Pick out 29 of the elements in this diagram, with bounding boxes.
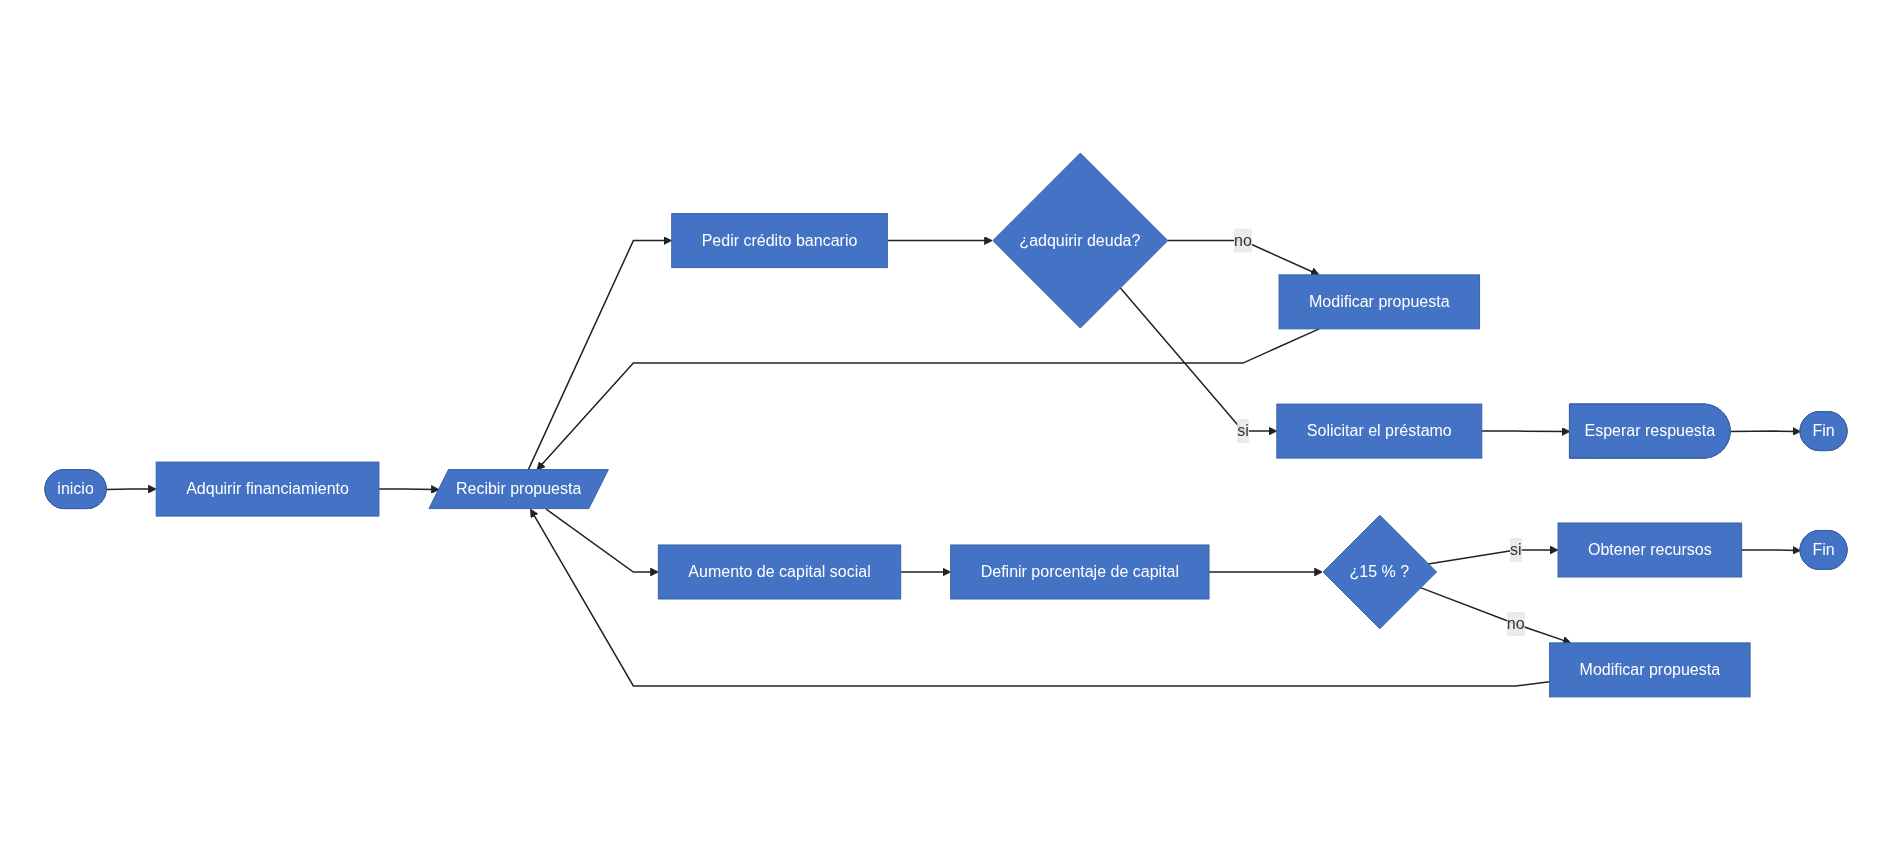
arrow <box>1119 287 1278 436</box>
node-box: Modificar propuesta <box>1279 274 1481 330</box>
node-box: Definir porcentaje de capital <box>950 544 1210 600</box>
arrow <box>1730 427 1802 436</box>
arrow <box>1208 567 1324 577</box>
node-box: Adquirir financiamiento <box>156 461 380 517</box>
node-box: Solicitar el préstamo <box>1276 403 1483 459</box>
arrow <box>900 567 952 577</box>
node-diamond: ¿15 % ? <box>1322 514 1438 630</box>
node-box: Aumento de capital social <box>658 544 902 600</box>
node-diamond: ¿adquirir deuda? <box>992 152 1169 329</box>
arrow <box>530 508 1551 687</box>
arrow <box>536 328 1321 471</box>
node-box: Pedir crédito bancario <box>671 213 889 269</box>
arrow <box>1741 545 1802 555</box>
edge-label: si <box>1510 540 1522 558</box>
arrow <box>887 236 994 245</box>
edge-label: no <box>1234 231 1253 249</box>
arrow <box>545 508 660 577</box>
arrow <box>1167 239 1321 276</box>
node-box: Modificar propuesta <box>1549 642 1752 698</box>
node-box: Obtener recursos <box>1558 522 1743 578</box>
arrow <box>378 485 441 494</box>
arrow <box>1481 427 1571 436</box>
arrow <box>527 236 673 471</box>
arrow <box>106 484 158 494</box>
arrow <box>1427 545 1559 565</box>
edge-label: no <box>1507 614 1526 632</box>
edge-label: si <box>1237 422 1250 440</box>
